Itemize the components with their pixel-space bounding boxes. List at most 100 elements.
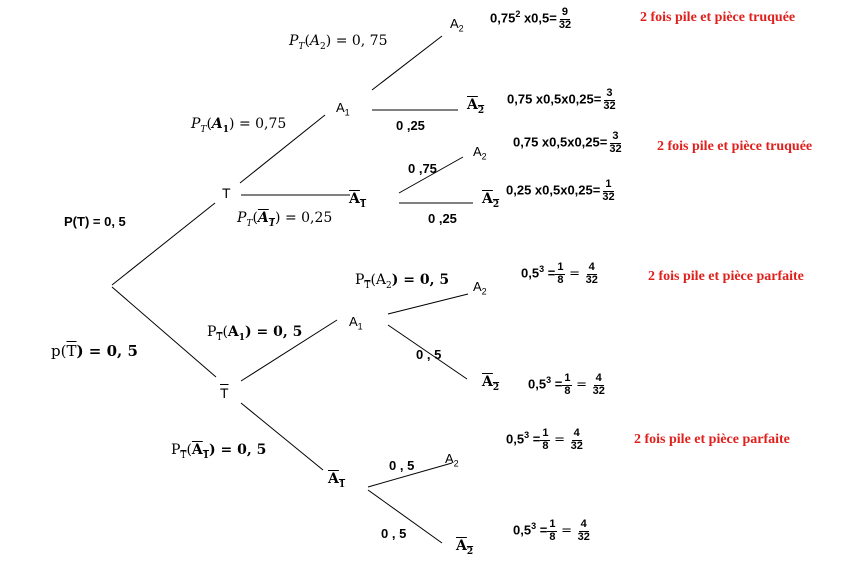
prob-Tbar-T: T — [66, 342, 77, 360]
sym-A: A — [375, 272, 387, 288]
result-1-mult: x0,5= — [520, 10, 557, 26]
result-8-num1: 1 — [547, 518, 558, 532]
leaf-label-A: A — [473, 144, 482, 159]
sym-P: P — [289, 33, 299, 49]
leaf-label-A: A — [467, 97, 478, 113]
result-7-den1: 8 — [542, 439, 549, 452]
node-label-A: A — [349, 191, 360, 207]
sym-A1bar: A1 — [191, 442, 210, 461]
result-6-den2: 32 — [592, 384, 605, 397]
leaf-sub-2: 2 — [458, 23, 464, 34]
result-5-eq: = — [544, 265, 556, 281]
leaf-sub-2: 2 — [466, 546, 474, 557]
result-7-num2: 4 — [571, 427, 582, 441]
result-8-eq: = — [536, 522, 548, 538]
node-label-A: A — [336, 100, 345, 115]
weight-TbarA1bar-A2bar: 0 , 5 — [381, 526, 407, 541]
leaf-sub-2: 2 — [453, 458, 459, 469]
sym-T-sub: T — [298, 41, 305, 52]
sym-P: P — [207, 324, 217, 340]
node-T: T — [222, 185, 231, 201]
annotation-trick-1: 2 fois pile et pièce truquée — [640, 10, 796, 25]
result-2-den: 32 — [603, 99, 616, 112]
result-5-base: 0,5 — [521, 265, 540, 281]
sym-A: A — [191, 442, 203, 458]
branch-T-A1 — [239, 114, 326, 184]
weight-TbarA1bar-A2: 0 , 5 — [389, 458, 415, 473]
leaf-4-A2bar: A2 — [482, 192, 499, 210]
leaf-label-A: A — [473, 279, 482, 294]
leaf-sub-2: 2 — [477, 105, 485, 116]
result-7-base: 0,5 — [506, 431, 525, 447]
sym-sub-1: 1 — [238, 332, 246, 343]
annotation-fair-1: 2 fois pile et pièce parfaite — [648, 269, 804, 284]
annotation-fair-2: 2 fois pile et pièce parfaite — [634, 432, 790, 447]
sym-A1bar: A1 — [258, 210, 275, 228]
node-sub-1: 1 — [338, 479, 346, 490]
result-1-base: 0,75 — [490, 10, 516, 26]
cond-PTbar-A1: PT(A1) = 0, 5 — [207, 325, 302, 343]
leaf-2-A2bar: A2 — [467, 98, 484, 116]
sym-P: P — [171, 442, 181, 458]
sym-open: ( — [186, 442, 192, 458]
result-3-den: 32 — [609, 142, 622, 155]
sym-sub-2: 2 — [320, 41, 326, 52]
cond-PT-A1: PT(A1) = 0,75 — [191, 116, 287, 135]
leaf-label-A: A — [482, 191, 493, 207]
sym-A: A — [227, 324, 239, 340]
prob-Tbar-label: p(T) = 0, 5 — [51, 344, 138, 359]
sym-P: P — [191, 116, 201, 132]
cond-PTbar-A1-value: ) = 0, 5 — [245, 324, 303, 340]
branch-root-Tbar — [111, 286, 217, 378]
weight-A1-A2bar: 0 ,25 — [396, 118, 425, 133]
sym-P: P — [355, 272, 365, 288]
cond-PT-A1-value: = 0,75 — [238, 116, 287, 132]
leaf-3-A2: A2 — [473, 145, 487, 162]
node-T-A1bar: A1 — [349, 192, 366, 210]
prob-Tbar-prefix: p( — [51, 342, 67, 360]
sym-open: ( — [206, 116, 212, 132]
prob-Tbar-suffix: ) = 0, 5 — [76, 342, 138, 360]
leaf-label-A: A — [445, 451, 454, 466]
result-8-num2: 4 — [578, 518, 589, 532]
sym-T-sub: T — [200, 124, 207, 135]
result-4-text: 0,25 x0,5x0,25= — [506, 182, 601, 198]
result-6-equals: = — [576, 377, 587, 393]
sym-sub-1: 1 — [202, 450, 210, 461]
sym-A: A — [211, 116, 223, 132]
cond-PT-A1bar-value: = 0,25 — [284, 210, 333, 226]
leaf-6-A2bar: A2 — [482, 375, 499, 393]
sym-Tbar-sub: T — [216, 332, 223, 343]
prob-T-label: P(T) = 0, 5 — [64, 214, 126, 229]
annotation-trick-2: 2 fois pile et pièce truquée — [657, 139, 813, 154]
result-5-den1: 8 — [557, 273, 564, 286]
node-T-A1: A1 — [336, 101, 350, 118]
sym-open: ( — [370, 272, 376, 288]
leaf-8-A2bar: A2 — [456, 539, 473, 557]
node-Tbar-A1bar: A1 — [328, 472, 345, 490]
result-2-text: 0,75 x0,5x0,25= — [507, 91, 602, 107]
sym-T-sub: T — [246, 218, 253, 229]
branch-root-T — [111, 202, 216, 286]
node-sub-1: 1 — [357, 321, 363, 332]
node-label-A: A — [328, 471, 339, 487]
weight-TbarA1-A2bar: 0 , 5 — [416, 347, 442, 362]
result-4-den: 32 — [602, 190, 615, 203]
result-6-num1: 1 — [562, 372, 573, 386]
leaf-1-A2: A2 — [450, 17, 464, 34]
result-8-den1: 8 — [549, 530, 556, 543]
result-8-equals: = — [561, 523, 572, 539]
